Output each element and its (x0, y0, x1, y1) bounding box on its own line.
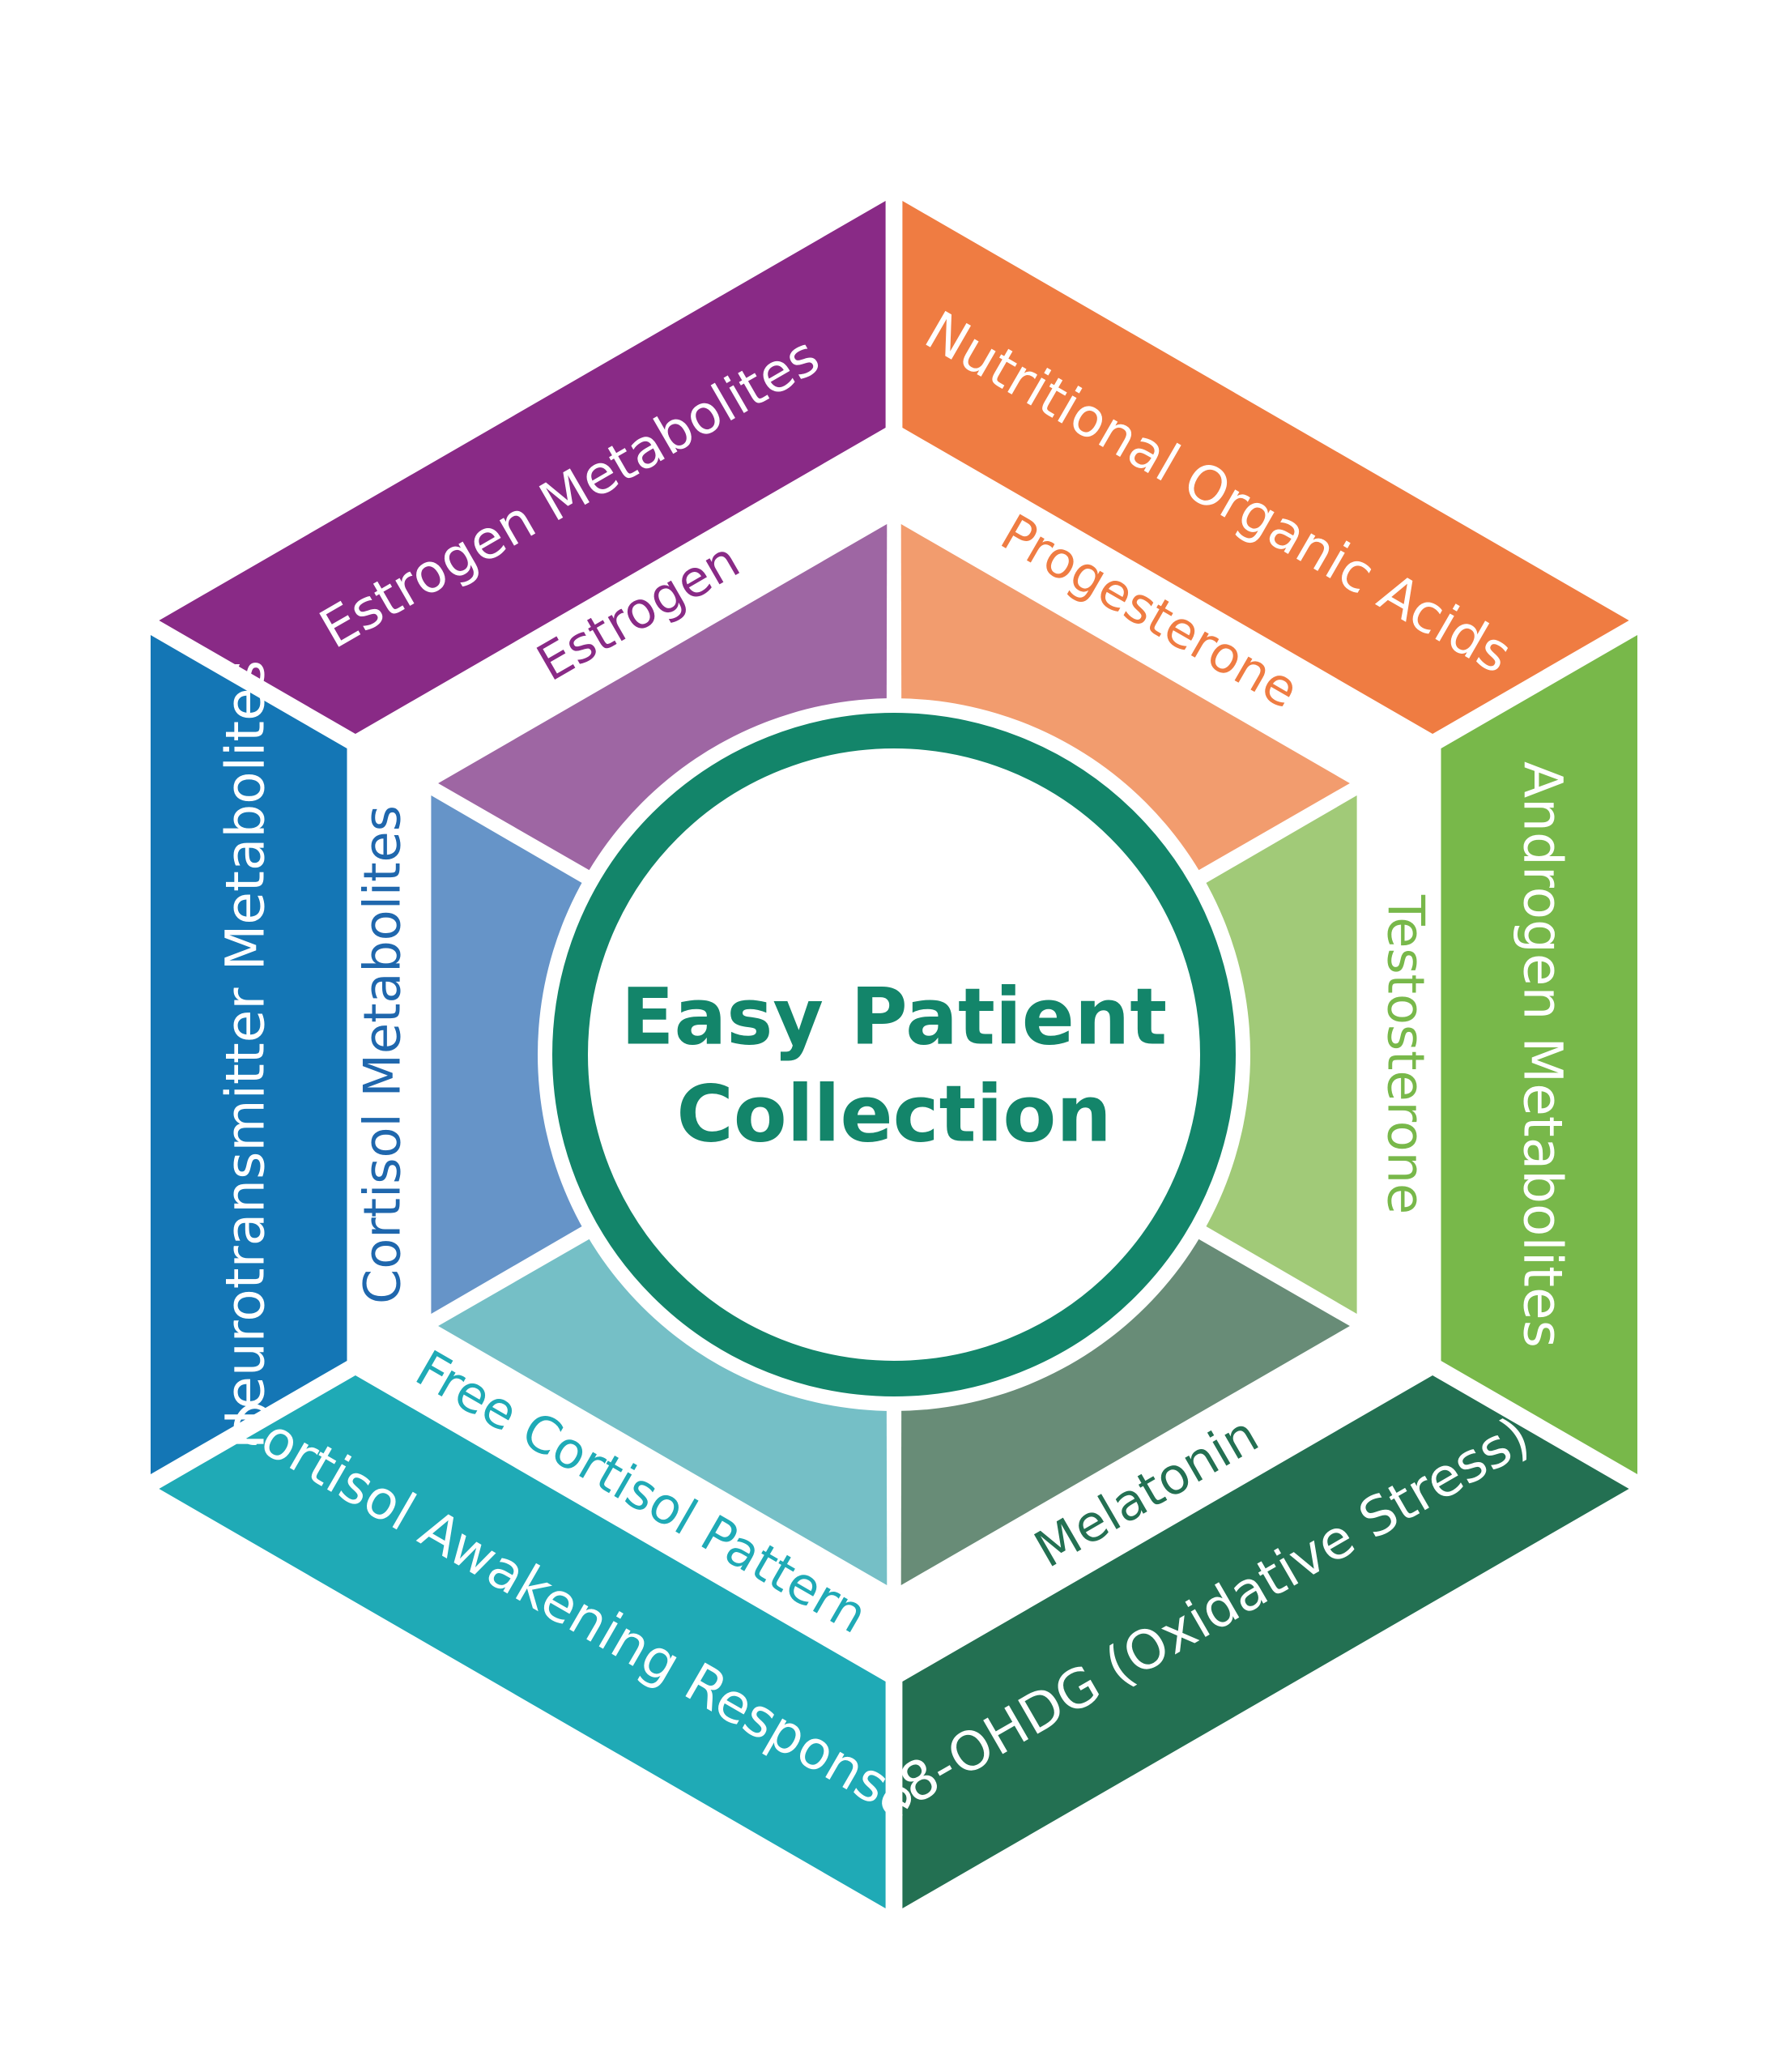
outer-segment (902, 1375, 1629, 1908)
center-title-line1: Easy Patient (621, 971, 1167, 1062)
center-title-line2: Collection (676, 1068, 1111, 1159)
outer-segment-label: Androgen Metabolites (1512, 761, 1574, 1348)
outer-segment (1441, 635, 1637, 1474)
inner-segment-label: Testosterone (1376, 894, 1435, 1214)
inner-segment-label: Cortisol Metabolites (353, 805, 412, 1304)
outer-segment (159, 1375, 886, 1908)
outer-segment (902, 201, 1629, 734)
center-ring (552, 713, 1236, 1396)
outer-segment-label: Neurotransmitter Metabolites (214, 660, 276, 1449)
outer-segment (159, 201, 886, 734)
center-circle: Easy Patient Collection (538, 698, 1250, 1411)
outer-ring (151, 201, 1637, 1908)
outer-segment (151, 635, 347, 1474)
